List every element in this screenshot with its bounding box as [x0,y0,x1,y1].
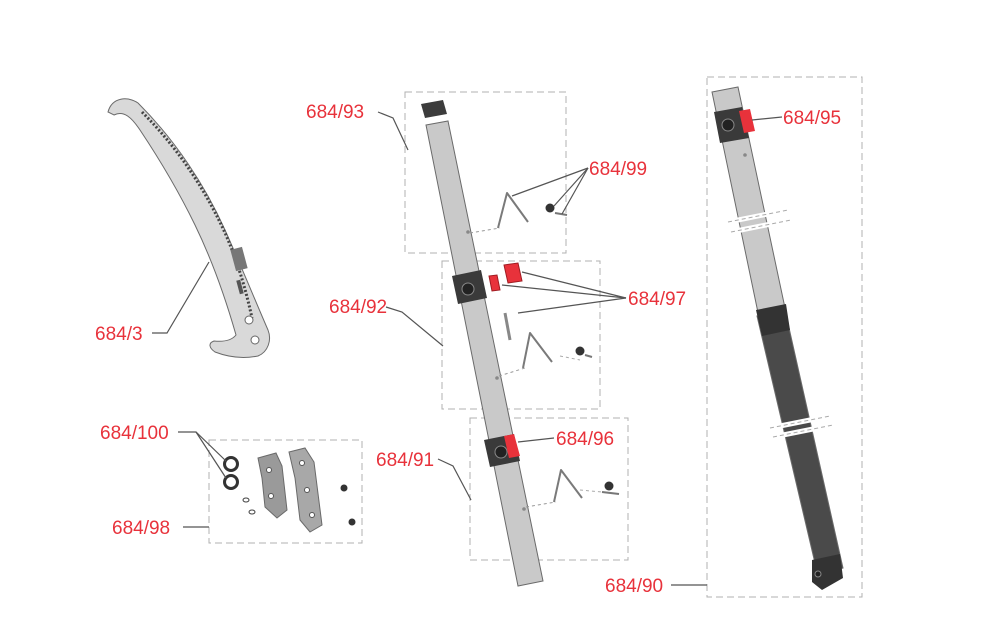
part-labels: 684/3 684/93 684/99 684/92 684/97 684/96… [95,102,841,597]
label-top-cap: 684/93 [306,102,364,123]
saw-blade-icon [107,98,271,358]
label-upper-clamp: 684/92 [329,297,387,318]
label-clamp-pads: 684/97 [628,289,686,310]
washer-icon [223,456,239,490]
label-washers: 684/100 [100,423,169,444]
group-boxes [208,76,863,598]
label-complete-pole: 684/90 [605,576,663,597]
box-complete-pole [706,76,863,598]
clamp-icon [452,262,523,341]
label-right-clamp: 684/95 [783,108,841,129]
label-bracket: 684/98 [112,518,170,539]
label-middle-section: 684/91 [376,450,434,471]
leader-lines [152,111,783,586]
pad-large [503,262,523,284]
box-upper-clamp [441,260,601,410]
bracket-icon [469,192,583,508]
pole-section-icon [711,86,844,590]
label-lower-clamp: 684/96 [556,429,614,450]
clamp-icon [484,434,520,467]
box-top-cap [404,91,567,254]
screw-icon [545,203,620,495]
pole-section-icon [421,100,544,587]
label-brace-top: 684/99 [589,159,647,180]
top-cap-part [421,100,447,118]
label-blade: 684/3 [95,324,143,345]
box-bracket [208,439,363,544]
box-lower-clamp [469,417,629,561]
blade-logo [230,246,248,272]
pad-small [488,274,501,292]
bracket-icon [257,447,323,533]
screw-icon [242,484,356,526]
clamp-icon [714,107,755,143]
